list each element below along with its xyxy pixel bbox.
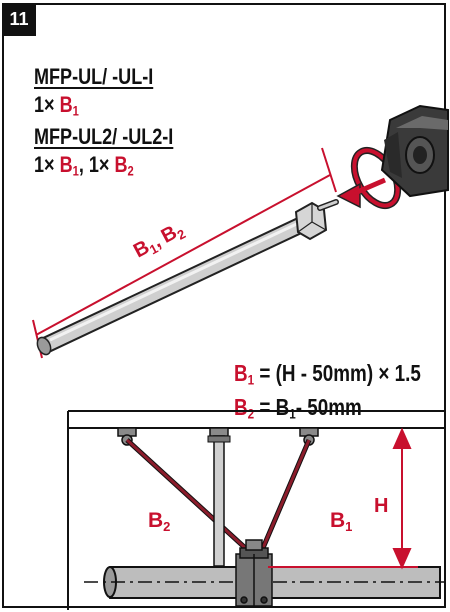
pipe-clamp-icon <box>235 539 273 607</box>
height-dimension <box>268 427 418 570</box>
formula-index: 1 <box>247 372 255 389</box>
formula-mid-index: 1 <box>289 406 296 423</box>
formula-b1-lhs: B1 <box>234 360 255 389</box>
height-label: H <box>374 495 388 517</box>
rod-illustration: B1,B2 <box>32 104 449 359</box>
kit-1-qty: 1× <box>34 92 55 117</box>
brace-right-label: B1 <box>330 509 352 534</box>
kit-1-title-text: MFP-UL/ -UL-I <box>34 64 154 89</box>
nut-icon <box>294 199 339 241</box>
kit-2-separator: , <box>78 152 84 177</box>
brace-lines <box>125 438 312 557</box>
kit-2-part-1: B1 <box>59 152 79 179</box>
diagram-border <box>67 410 446 610</box>
formula-letter: B <box>234 360 248 386</box>
formula-b2-mid: = B1 <box>259 394 296 423</box>
threaded-rod-icon <box>36 214 314 356</box>
part-letter: B <box>59 152 73 177</box>
kit-1-title: MFP-UL/ -UL-I <box>34 64 153 90</box>
formula-index: 2 <box>247 406 255 423</box>
formula-b1: B1 = (H - 50mm) × 1.5 <box>234 360 421 389</box>
kit-2-qty-1: 1× <box>34 152 55 177</box>
rotate-arrow-icon <box>336 147 402 209</box>
part-letter: B <box>59 92 73 117</box>
kit-2-part-2: B2 <box>114 152 134 179</box>
part-index: 1 <box>72 163 79 179</box>
formula-b1-rhs: = (H - 50mm) × 1.5 <box>259 360 421 386</box>
kit-2-title: MFP-UL2/ -UL2-I <box>34 124 173 150</box>
formula-b2-lhs: B2 <box>234 394 255 423</box>
kit-1-parts: 1× B1 <box>34 92 79 118</box>
kit-2-qty-2: 1× <box>88 152 110 177</box>
part-letter: B <box>114 152 128 177</box>
kit-2-title-text: MFP-UL2/ -UL2-I <box>34 124 174 149</box>
formula-b2: B2 = B1- 50mm <box>234 394 362 423</box>
kit-1-part-1: B1 <box>59 92 79 119</box>
hanger-rod-icon <box>207 435 231 567</box>
brace-left-label: B2 <box>148 509 170 534</box>
step-number: 11 <box>9 9 29 29</box>
formula-letter: B <box>234 394 248 420</box>
part-index: 2 <box>127 163 134 179</box>
kit-2-parts: 1× B1, 1× B2 <box>34 152 134 178</box>
formula-b2-rhs: - 50mm <box>295 394 362 420</box>
bracket-part-icon <box>380 104 449 198</box>
step-number-badge: 11 <box>2 3 36 36</box>
part-index: 1 <box>72 103 79 119</box>
step-frame <box>2 3 446 608</box>
formula-mid-letter: = B <box>259 394 290 420</box>
